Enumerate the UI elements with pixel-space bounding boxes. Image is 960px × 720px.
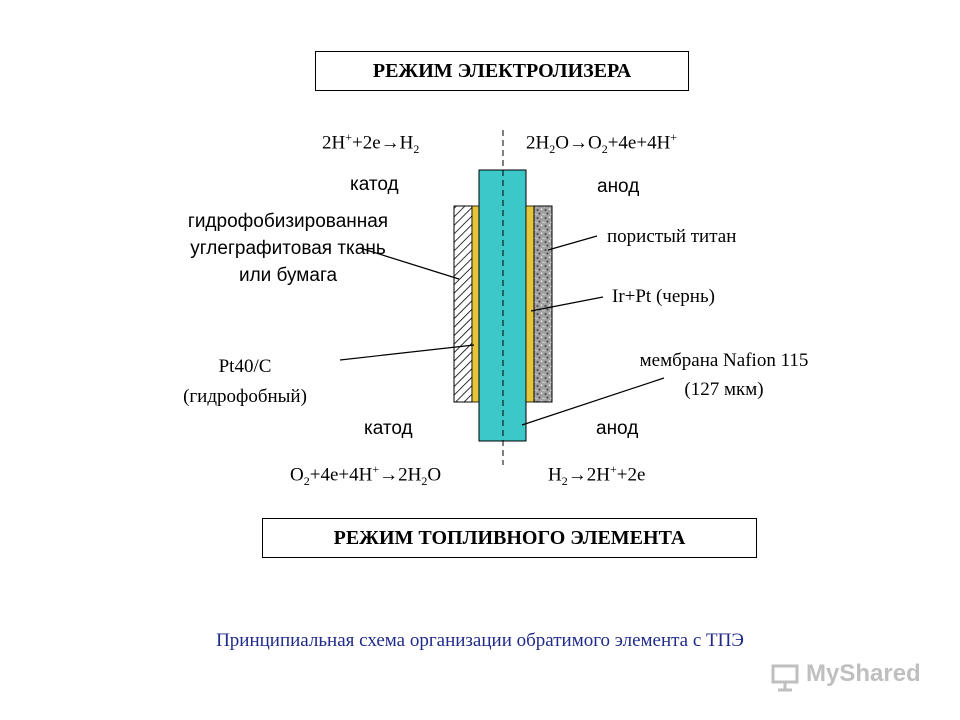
fuel-cell-mode-title: РЕЖИМ ТОПЛИВНОГО ЭЛЕМЕНТА — [262, 518, 757, 558]
leader-membrane — [521, 377, 665, 426]
bottom-cathode-label: катод — [364, 418, 413, 439]
irpt-catalyst-layer — [525, 205, 535, 403]
top-cathode-label: катод — [350, 174, 399, 195]
porous-titanium-layer — [533, 205, 553, 403]
top-anode-label: анод — [597, 176, 640, 197]
leader-irpt — [530, 296, 604, 312]
pt-label: Pt40/C (гидрофобный) — [183, 356, 307, 407]
porous-titanium-label: пористый титан — [607, 226, 737, 247]
presentation-icon — [771, 664, 799, 692]
top-cathode-equation: 2H++2e→H2 — [322, 130, 420, 157]
watermark-text: MyShared — [806, 660, 921, 687]
top-anode-equation: 2H2O→O2+4e+4H+ — [526, 130, 678, 157]
bottom-anode-label: анод — [596, 418, 639, 439]
figure-caption: Принципиальная схема организации обратим… — [216, 630, 744, 651]
membrane-label: мембрана Nafion 115 (127 мкм) — [639, 350, 809, 400]
bottom-anode-equation: H2→2H++2e — [548, 462, 646, 489]
leader-hydrophobic — [359, 247, 460, 280]
bottom-cathode-equation: O2+4e+4H+→2H2O — [290, 462, 442, 489]
pt-catalyst-layer — [471, 205, 480, 403]
leader-pt — [339, 344, 475, 361]
leader-titan — [547, 235, 598, 251]
hydrophobic-label: гидрофобизированная углеграфитовая ткань… — [187, 211, 389, 286]
electrolyzer-mode-title: РЕЖИМ ЭЛЕКТРОЛИЗЕРА — [315, 51, 689, 91]
irpt-label: Ir+Pt (чернь) — [612, 286, 715, 307]
hydrophobic-carbon-layer — [453, 205, 473, 403]
